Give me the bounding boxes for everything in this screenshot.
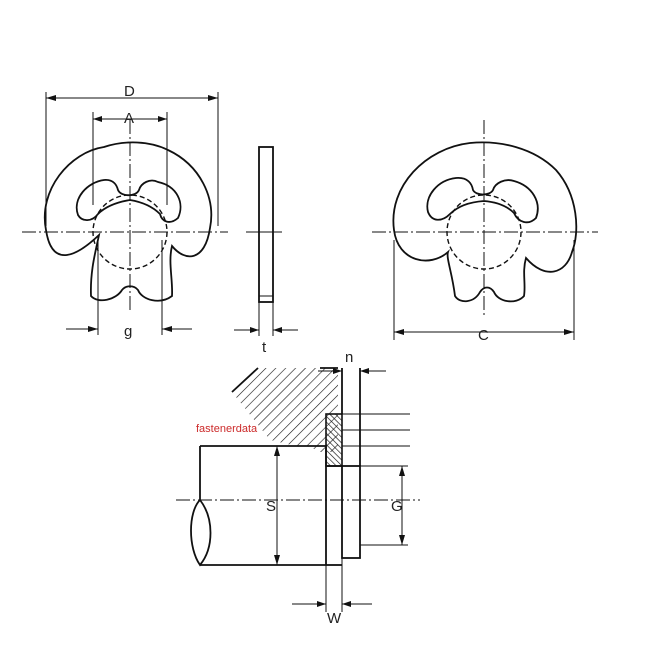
label-t: t: [262, 339, 267, 356]
label-D: D: [124, 83, 135, 100]
clip-inner-slot-right: [426, 177, 539, 224]
clip-side-view: t: [234, 146, 298, 356]
clip-front-view-right: C: [372, 120, 598, 344]
label-C: C: [478, 327, 489, 344]
clip-outline-left: [43, 141, 213, 302]
label-G: G: [391, 498, 403, 515]
watermark-text: fastenerdata: [196, 423, 258, 435]
clip-body-in-groove: [341, 465, 361, 559]
label-n: n: [345, 349, 353, 366]
label-W: W: [327, 610, 342, 627]
clip-side-profile: [258, 146, 274, 303]
housing-wall-hatched: [232, 368, 338, 452]
clip-inner-slot-left: [75, 179, 182, 223]
label-S: S: [266, 498, 276, 515]
label-g: g: [124, 323, 132, 340]
clip-front-view-left: D A g: [22, 83, 228, 340]
clip-outline-right: [392, 141, 578, 303]
clip-section: [325, 413, 343, 467]
installation-section-view: n S G W: [176, 349, 420, 627]
label-A: A: [124, 110, 134, 127]
shaft-break-section: [190, 498, 212, 567]
